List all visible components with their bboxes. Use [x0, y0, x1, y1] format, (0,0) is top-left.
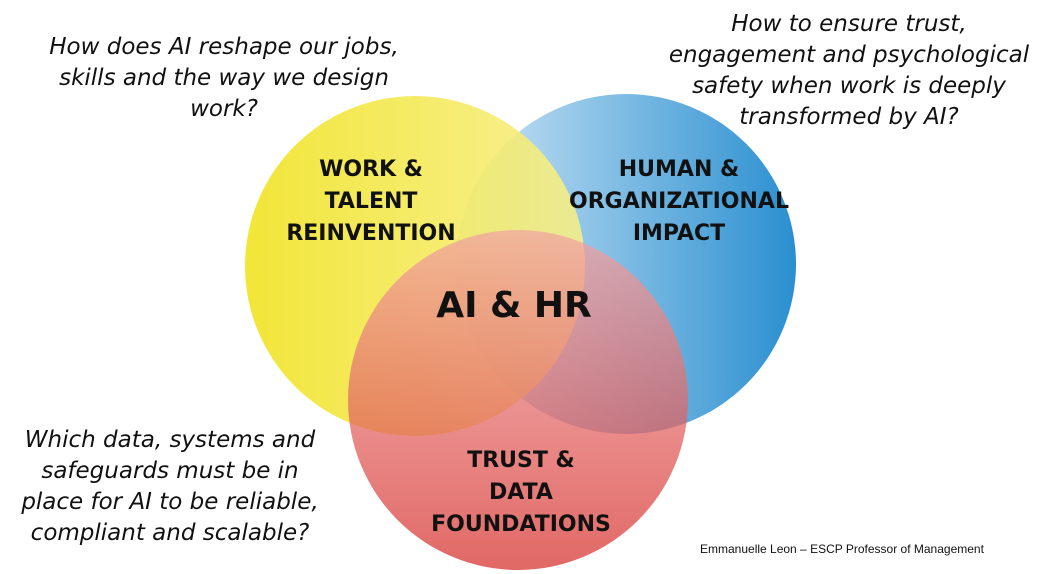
question-work-reshape: How does AI reshape our jobs, skills and…: [49, 34, 399, 122]
label-human-organizational-impact: HUMAN & ORGANIZATIONAL IMPACT: [569, 157, 789, 246]
label-trust-data-foundations: TRUST & DATA FOUNDATIONS: [431, 448, 611, 537]
circle-trust-data-foundations: [348, 230, 688, 570]
author-credit: Emmanuelle Leon – ESCP Professor of Mana…: [700, 542, 984, 556]
question-data-safeguards: Which data, systems and safeguards must …: [21, 427, 319, 546]
question-trust-engagement: How to ensure trust, engagement and psyc…: [668, 11, 1030, 130]
center-title-ai-hr: AI & HR: [436, 285, 592, 326]
label-work-talent-reinvention: WORK & TALENT REINVENTION: [286, 157, 456, 246]
